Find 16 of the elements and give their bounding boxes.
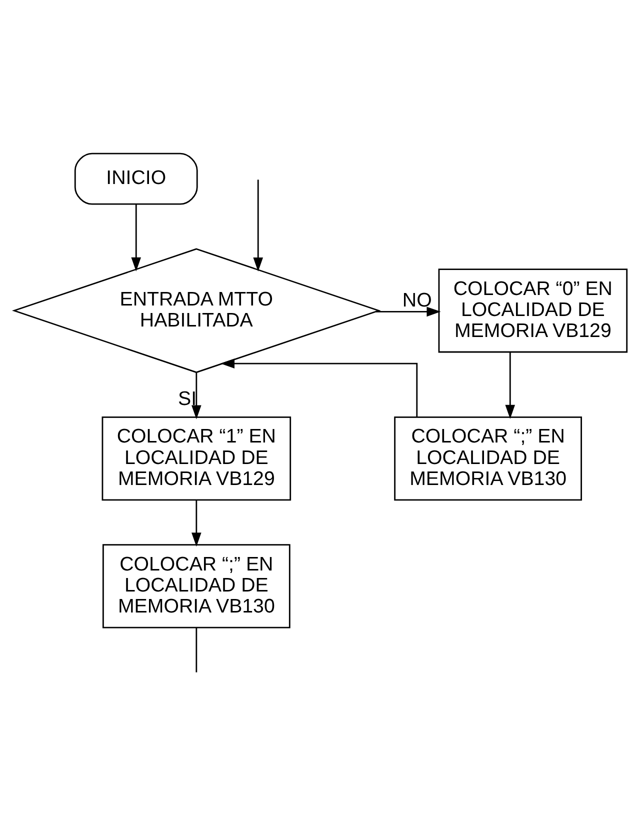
arrow — [192, 372, 202, 420]
edge-label: SI — [178, 388, 197, 410]
arrow — [376, 306, 441, 317]
node-box: COLOCAR “;” EN LOCALIDAD DE MEMORIA VB130 — [102, 544, 290, 628]
arrow — [192, 500, 202, 547]
node-box: INICIO — [74, 152, 198, 205]
arrow — [220, 358, 418, 418]
edge-label: NO — [402, 289, 432, 312]
node-box: COLOCAR “;” EN LOCALIDAD DE MEMORIA VB130 — [394, 416, 582, 501]
arrow — [253, 180, 264, 272]
arrow — [505, 352, 516, 419]
connector — [196, 628, 198, 672]
node-box: COLOCAR “1” EN LOCALIDAD DE MEMORIA VB129 — [102, 416, 292, 501]
node-diamond: ENTRADA MTTO HABILITADA — [12, 248, 381, 374]
node-box: COLOCAR “0” EN LOCALIDAD DE MEMORIA VB129 — [438, 268, 628, 353]
arrow — [131, 204, 142, 272]
